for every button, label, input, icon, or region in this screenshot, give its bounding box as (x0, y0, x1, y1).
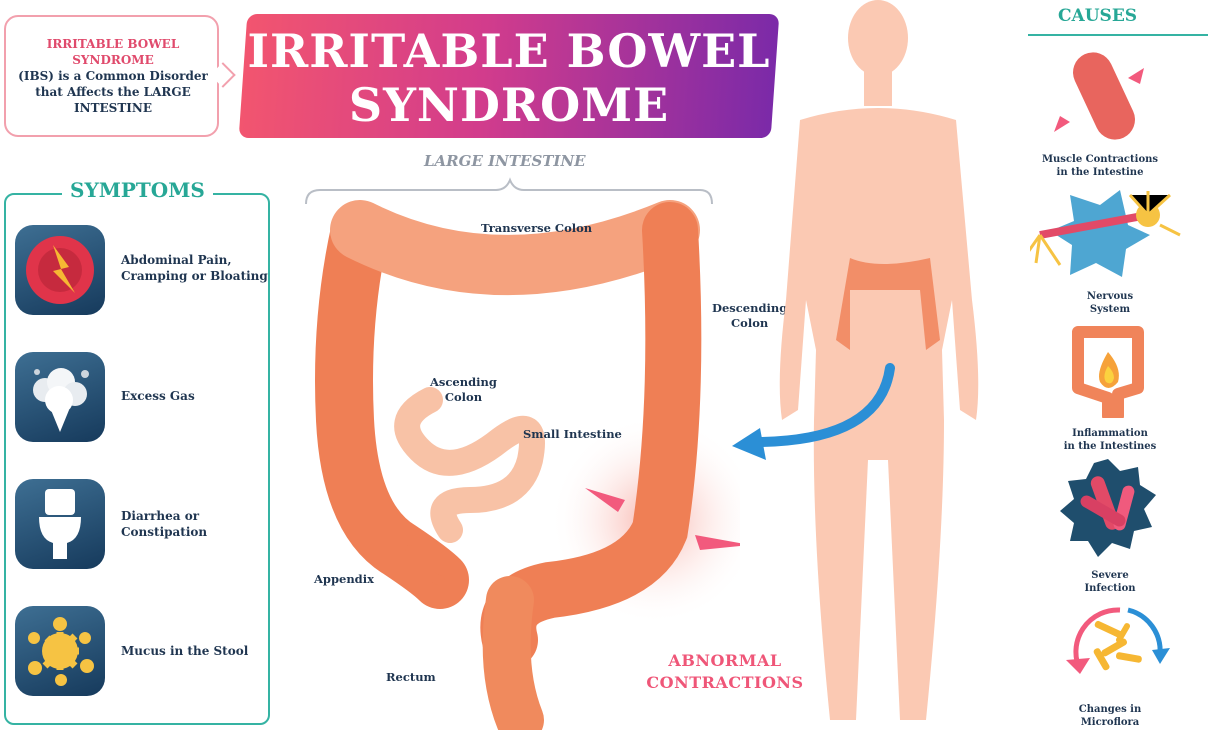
cause-5-label: Changes in Microflora (1030, 703, 1190, 729)
symptom-1-line-1: Abdominal Pain, (121, 253, 232, 267)
intro-bubble (4, 15, 219, 137)
cause-3-line-2: in the Intestines (1063, 441, 1157, 452)
cause-4-label: Severe Infection (1030, 569, 1190, 595)
label-descending-line-2: Colon (731, 316, 769, 330)
muscle-contraction-icon (1054, 52, 1144, 140)
body-colon-miniature (836, 258, 940, 350)
mucus-splash-icon (15, 606, 105, 696)
title-line-1: IRRITABLE BOWEL (247, 24, 771, 78)
appendix-shape (405, 545, 445, 585)
symptom-3-label: Diarrhea or Constipation (121, 508, 207, 540)
intro-description: (IBS) is a Common Disorder that Affects … (18, 69, 208, 115)
transverse-colon-shape (330, 200, 700, 295)
symptom-2-label: Excess Gas (121, 389, 195, 403)
cause-4-line-2: Infection (1084, 583, 1136, 594)
page-title: IRRITABLE BOWEL SYNDROME (243, 24, 775, 132)
contraction-arrow-left (585, 488, 625, 512)
small-intestine-shape (394, 387, 545, 543)
symptom-3-line-2: Constipation (121, 525, 208, 539)
label-descending-colon: Descending Colon (712, 301, 787, 331)
abnormal-contractions-label: ABNORMAL CONTRACTIONS (640, 650, 810, 694)
lightning-pain-icon (15, 225, 105, 315)
label-descending-line-1: Descending (712, 301, 788, 315)
cause-1-line-2: in the Intestine (1056, 167, 1144, 178)
label-small-intestine: Small Intestine (523, 427, 622, 441)
contraction-arrow-right (695, 535, 740, 550)
title-line-2: SYNDROME (348, 78, 670, 132)
intro-highlight: IRRITABLE BOWEL SYNDROME (46, 37, 180, 67)
pointer-arrow-head (732, 428, 766, 460)
label-ascending-colon: Ascending Colon (430, 375, 497, 405)
bacteria-icon (1060, 459, 1156, 557)
cause-2-line-1: Nervous (1086, 291, 1134, 302)
subtitle-bracket (305, 177, 713, 205)
inflammation-icon (1072, 326, 1144, 418)
pointer-arrow (755, 363, 895, 447)
symptom-4-label: Mucus in the Stool (121, 644, 249, 658)
microflora-icon (1066, 607, 1170, 674)
symptoms-title: SYMPTOMS (62, 178, 213, 202)
symptom-1-line-2: Cramping or Bloating (121, 269, 268, 283)
gas-cloud-icon (15, 352, 105, 442)
cause-5-line-2: Microflora (1080, 717, 1140, 728)
cause-2-line-2: System (1089, 304, 1131, 315)
label-ascending-line-2: Colon (444, 390, 483, 404)
intro-text: IRRITABLE BOWEL SYNDROME (IBS) is a Comm… (14, 36, 212, 116)
symptom-1-label: Abdominal Pain, Cramping or Bloating (121, 252, 268, 284)
label-transverse-colon: Transverse Colon (481, 221, 593, 235)
diagram-subtitle: LARGE INTESTINE (424, 152, 586, 170)
cause-2-label: Nervous System (1030, 290, 1190, 316)
abnormal-line-2: CONTRACTIONS (646, 673, 804, 692)
abnormal-line-1: ABNORMAL (668, 651, 782, 670)
cause-1-line-1: Muscle Contractions (1041, 154, 1159, 165)
cause-5-line-1: Changes in (1078, 704, 1142, 715)
cause-1-label: Muscle Contractions in the Intestine (1020, 153, 1180, 179)
rectum-shape (482, 576, 544, 730)
label-rectum: Rectum (386, 670, 436, 684)
cause-4-line-1: Severe (1091, 570, 1129, 581)
neuron-icon (1030, 190, 1181, 277)
label-appendix: Appendix (314, 572, 374, 586)
toilet-icon (15, 479, 105, 569)
cause-3-line-1: Inflammation (1072, 428, 1148, 439)
large-intestine-diagram (315, 200, 740, 730)
human-body-figure (732, 0, 979, 720)
causes-underline (1028, 34, 1208, 36)
causes-title: CAUSES (1058, 6, 1138, 26)
label-ascending-line-1: Ascending (430, 375, 497, 389)
cause-3-label: Inflammation in the Intestines (1030, 427, 1190, 453)
symptom-3-line-1: Diarrhea or (121, 509, 200, 523)
